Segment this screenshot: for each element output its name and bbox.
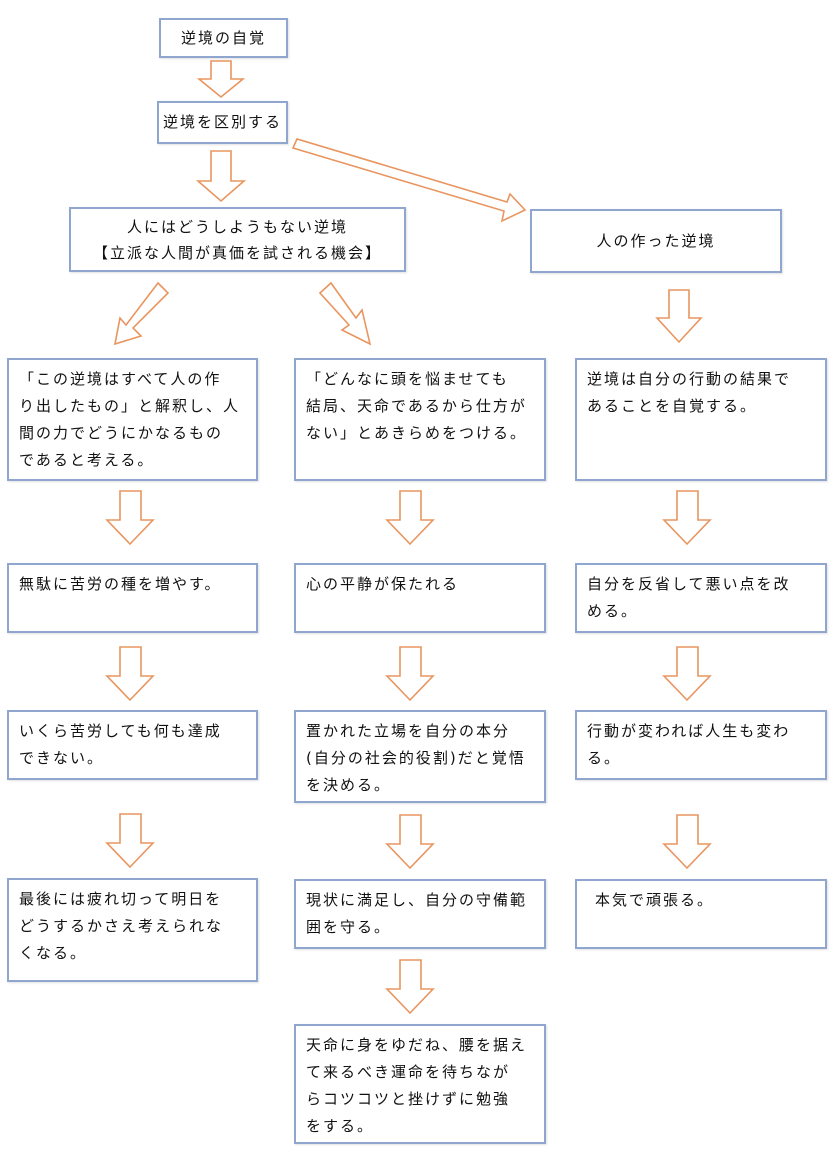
arrow-down-right-1 bbox=[662, 490, 712, 546]
arrow-down-right-3 bbox=[662, 814, 712, 870]
arrow-diag-right bbox=[291, 138, 527, 223]
right-step-3: 行動が変われば人生も変わ る。 bbox=[575, 710, 827, 780]
left-step-4: 最後には疲れ切って明日を どうするかさえ考えられな くなる。 bbox=[7, 878, 258, 982]
distinguish-label: 逆境を区別する bbox=[163, 113, 283, 131]
middle-step-3: 置かれた立場を自分の本分 (自分の社会的役割)だと覚悟 を決める。 bbox=[294, 710, 546, 803]
awareness-label: 逆境の自覚 bbox=[180, 28, 266, 47]
left-step-3: いくら苦労しても何も達成 できない。 bbox=[7, 710, 258, 780]
man-made-adversity-box: 人の作った逆境 bbox=[530, 209, 782, 273]
arrow-down-right-0 bbox=[655, 289, 703, 344]
arrow-down-1 bbox=[196, 60, 246, 99]
unavoidable-adversity-box: 人にはどうしようもない逆境 【立派な人間が真価を試される機会】 bbox=[69, 207, 406, 272]
middle-step-1: 「どんなに頭を悩ませても 結局、天命であるから仕方が ない」とあきらめをつける。 bbox=[294, 358, 546, 481]
distinguish-box: 逆境を区別する bbox=[157, 101, 288, 144]
arrow-down-middle-4 bbox=[385, 959, 435, 1015]
arrow-down-left-3 bbox=[105, 813, 155, 869]
man-made-adversity-label: 人の作った逆境 bbox=[596, 231, 716, 250]
right-step-4: 本気で頑張る。 bbox=[575, 879, 827, 949]
unavoidable-adversity-subtitle: 【立派な人間が真価を試される機会】 bbox=[92, 243, 382, 262]
arrow-down-right-2 bbox=[662, 646, 712, 702]
arrow-down-middle-3 bbox=[385, 814, 435, 870]
arrow-diag-middle bbox=[318, 281, 372, 346]
arrow-diag-left bbox=[113, 281, 170, 346]
unavoidable-adversity-label: 人にはどうしようもない逆境 bbox=[126, 217, 348, 236]
arrow-down-middle-1 bbox=[385, 490, 435, 546]
arrow-down-left-1 bbox=[105, 490, 155, 546]
awareness-box: 逆境の自覚 bbox=[159, 18, 288, 58]
arrow-down-2 bbox=[195, 150, 247, 203]
middle-step-5: 天命に身をゆだね、腰を据え て来るべき運命を待ちなが らコツコツと挫けずに勉強 … bbox=[294, 1024, 546, 1144]
right-step-1: 逆境は自分の行動の結果で あることを自覚する。 bbox=[575, 358, 827, 481]
left-step-1: 「この逆境はすべて人の作 り出したもの」と解釈し、人 間の力でどうにかなるもの … bbox=[7, 358, 258, 481]
left-step-2: 無駄に苦労の種を増やす。 bbox=[7, 563, 258, 633]
middle-step-4: 現状に満足し、自分の守備範 囲を守る。 bbox=[294, 879, 546, 949]
right-step-2: 自分を反省して悪い点を改 める。 bbox=[575, 563, 827, 633]
middle-step-2: 心の平静が保たれる bbox=[294, 563, 546, 633]
arrow-down-left-2 bbox=[105, 646, 155, 702]
arrow-down-middle-2 bbox=[385, 646, 435, 702]
